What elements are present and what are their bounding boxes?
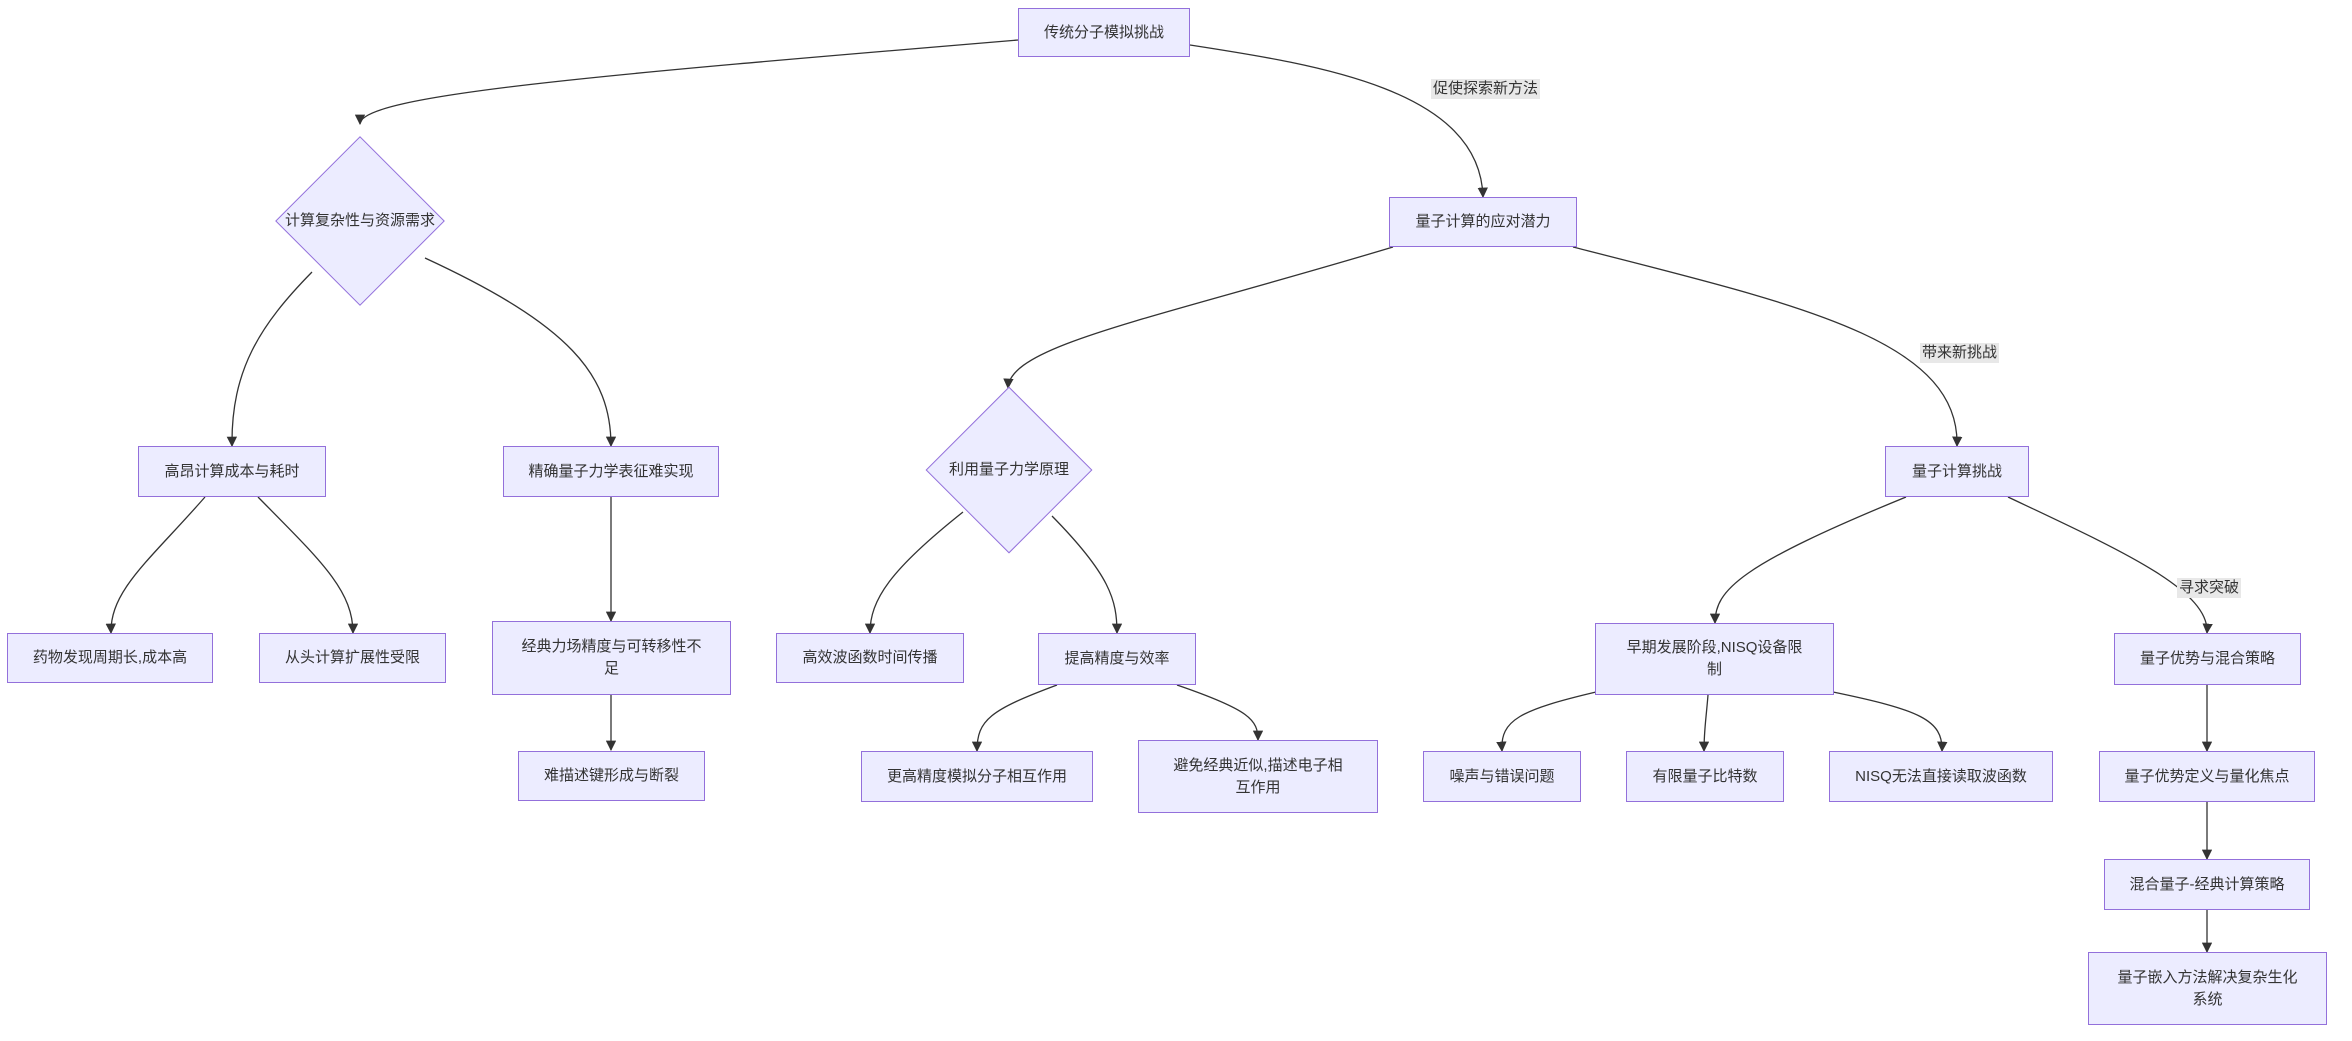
- edge-challenges-advantage-hybrid: [2007, 496, 2213, 635]
- node-noise[interactable]: 噪声与错误问题: [1423, 751, 1581, 802]
- node-drug-cycle[interactable]: 药物发现周期长,成本高: [7, 633, 213, 683]
- edge-use-qm-wavefunction: [864, 511, 964, 635]
- node-interaction[interactable]: 更高精度模拟分子相互作用: [861, 751, 1093, 802]
- edge-root-complexity: [354, 39, 1019, 126]
- edge-nisq-limited-qubits: [1698, 694, 1710, 753]
- edge-quantum-potential-challenges: [1572, 246, 1963, 448]
- edge-challenges-nisq: [1709, 496, 1907, 625]
- edge-root-quantum-potential: [1189, 44, 1488, 199]
- edge-nisq-readout: [1832, 691, 1948, 753]
- node-precision[interactable]: 提高精度与效率: [1038, 633, 1196, 685]
- node-hybrid[interactable]: 混合量子-经典计算策略: [2104, 859, 2310, 910]
- node-force-field[interactable]: 经典力场精度与可转移性不足: [492, 621, 731, 695]
- edge-high-cost-drug: [105, 496, 206, 635]
- edge-nisq-noise: [1496, 691, 1597, 753]
- node-avoid-approx[interactable]: 避免经典近似,描述电子相互作用: [1138, 740, 1378, 813]
- node-wavefunction[interactable]: 高效波函数时间传播: [776, 633, 964, 683]
- node-readout[interactable]: NISQ无法直接读取波函数: [1829, 751, 2053, 802]
- edge-precision-avoid-approx: [1176, 684, 1264, 742]
- node-quantum-potential[interactable]: 量子计算的应对潜力: [1389, 197, 1577, 247]
- node-advantage-hybrid[interactable]: 量子优势与混合策略: [2114, 633, 2301, 685]
- edge-complexity-high-cost: [226, 271, 313, 448]
- node-use-qm-label: 利用量子力学原理: [948, 461, 1069, 478]
- node-limited-qubits[interactable]: 有限量子比特数: [1626, 751, 1784, 802]
- edge-precision-interaction: [971, 684, 1058, 753]
- edge-label-bring: 带来新挑战: [1920, 343, 2000, 363]
- node-advantage-def[interactable]: 量子优势定义与量化焦点: [2099, 751, 2315, 802]
- node-high-cost[interactable]: 高昂计算成本与耗时: [138, 446, 326, 497]
- node-embedding[interactable]: 量子嵌入方法解决复杂生化系统: [2088, 952, 2327, 1025]
- edge-use-qm-precision: [1051, 515, 1123, 635]
- node-bond[interactable]: 难描述键形成与断裂: [518, 751, 705, 801]
- node-nisq[interactable]: 早期发展阶段,NISQ设备限制: [1595, 623, 1834, 695]
- node-accurate-qm[interactable]: 精确量子力学表征难实现: [503, 446, 719, 497]
- node-ab-initio[interactable]: 从头计算扩展性受限: [259, 633, 446, 683]
- node-complexity-label: 计算复杂性与资源需求: [284, 212, 435, 229]
- edge-label-spur: 促使探索新方法: [1431, 79, 1541, 99]
- edge-high-cost-ab-initio: [257, 496, 359, 635]
- edge-complexity-accurate-qm: [424, 257, 617, 448]
- node-root[interactable]: 传统分子模拟挑战: [1018, 8, 1190, 57]
- node-quantum-challenges[interactable]: 量子计算挑战: [1885, 446, 2029, 497]
- edge-label-seek: 寻求突破: [2177, 578, 2242, 598]
- edge-quantum-potential-use-qm: [1003, 246, 1394, 390]
